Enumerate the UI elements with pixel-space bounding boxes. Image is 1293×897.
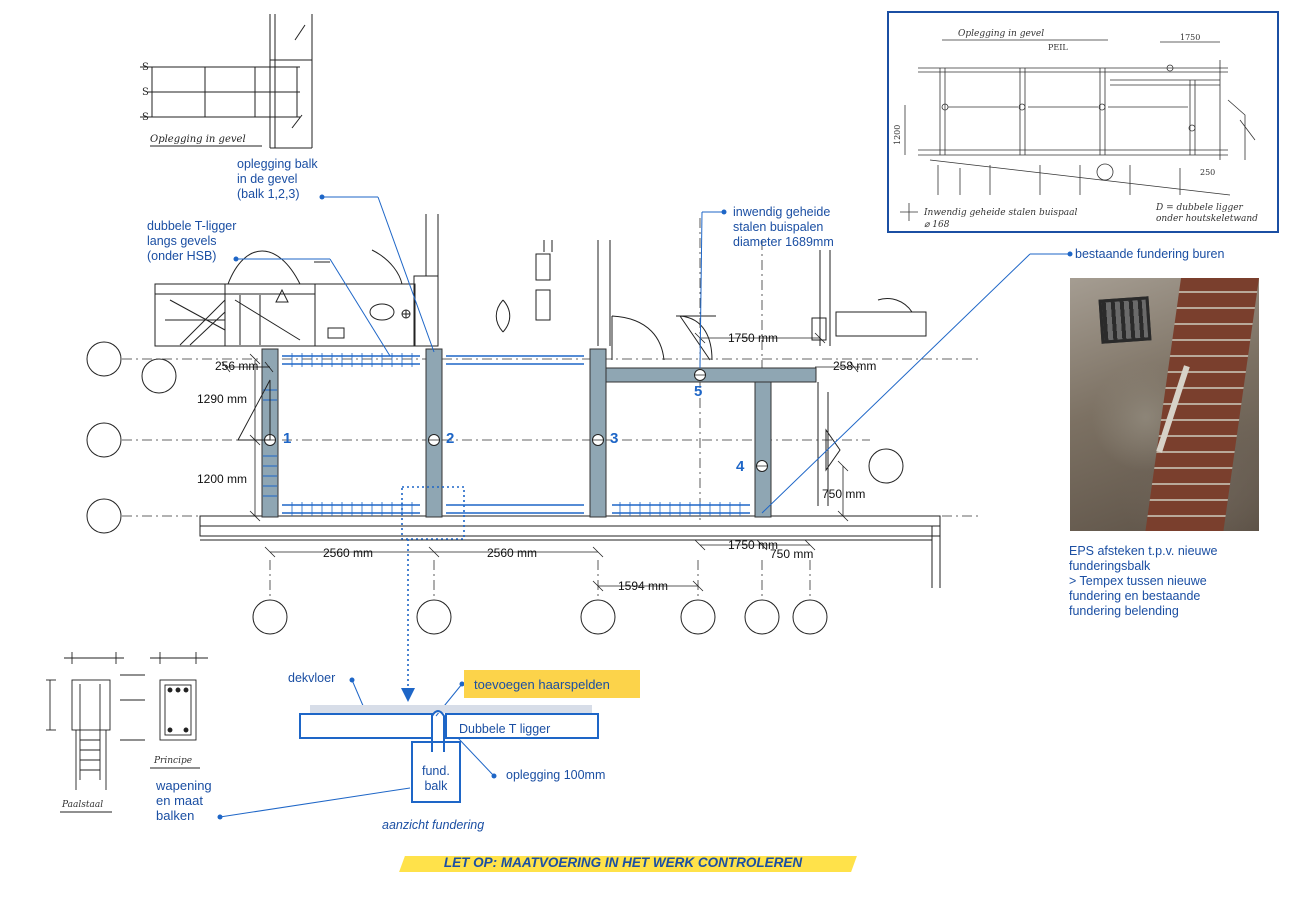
existing-walls <box>154 214 927 506</box>
beam-1-rebar <box>263 389 277 497</box>
pile-label-3: 3 <box>610 430 619 447</box>
piles <box>264 369 768 472</box>
inset-frame <box>887 11 1279 233</box>
detail-hairpin <box>431 710 445 752</box>
inset-title: Oplegging in gevel <box>958 29 1044 39</box>
warning-text: LET OP: MAATVOERING IN HET WERK CONTROLE… <box>443 855 803 870</box>
inset-peil: PEIL <box>1048 43 1068 52</box>
photo-drain-grate <box>1098 296 1152 344</box>
site-photo <box>1070 278 1259 531</box>
warning-banner: LET OP: MAATVOERING IN HET WERK CONTROLE… <box>398 853 860 873</box>
detail-fund-balk-label: fund. balk <box>422 764 450 793</box>
bottom-foundation-band <box>199 515 941 588</box>
dim-1594: 1594 mm <box>618 579 669 593</box>
grid-axes <box>122 218 980 600</box>
note-buispalen: inwendig geheide stalen buispalen diamet… <box>733 205 834 249</box>
inset-dim-b: 1200 <box>893 125 902 145</box>
dim-2560-a: 2560 mm <box>323 546 374 560</box>
sketch-title: Oplegging in gevel <box>150 134 246 145</box>
new-foundation-beams <box>261 348 817 518</box>
dim-1750-bottom: 1750 mm <box>728 538 779 552</box>
inset-sketch <box>900 39 1256 221</box>
dimension-lines <box>221 332 860 592</box>
detail-t-ligger-label: Dubbele T ligger <box>459 722 551 736</box>
pile-label-1: 1 <box>283 430 292 447</box>
detail-oplegging: oplegging 100mm <box>506 768 606 782</box>
inset-dim-a: 1750 <box>1180 33 1200 42</box>
photo-brick-wall <box>1145 278 1259 531</box>
detail-marker-arrowhead <box>401 688 415 702</box>
dim-750-bottom: 750 mm <box>770 547 814 561</box>
beam-2 <box>425 348 443 518</box>
detail-dekvloer: dekvloer <box>288 671 336 685</box>
inset-legend-d: D = dubbele ligger <box>1155 203 1244 213</box>
detail-marker-box <box>401 486 465 540</box>
note-oplegging-balk: oplegging balk in de gevel (balk 1,2,3) <box>237 157 318 201</box>
dim-1750-top: 1750 mm <box>728 331 779 345</box>
top-left-sketch <box>140 14 313 149</box>
dim-750-right: 750 mm <box>822 487 866 501</box>
dim-256: 256 mm <box>215 359 259 373</box>
wapening-principe: Principe <box>154 756 193 766</box>
dim-1290: 1290 mm <box>197 392 248 406</box>
dim-2560-b: 2560 mm <box>487 546 538 560</box>
inset-legend-pile-dia: ⌀ 168 <box>924 220 950 230</box>
inset-legend-pile: Inwendig geheide stalen buispaal <box>923 208 1077 218</box>
dim-1200: 1200 mm <box>197 472 248 486</box>
detail-slab-left <box>299 713 433 739</box>
wapening-paalstaal: Paalstaal <box>62 800 104 810</box>
inset-dim-c: 250 <box>1200 168 1215 177</box>
beam-4 <box>754 367 772 518</box>
sketch-s-mark-1: S <box>142 62 149 73</box>
sketch-s-mark-3: S <box>142 112 149 123</box>
sketch-s-mark-2: S <box>142 87 149 98</box>
double-t-beams <box>282 355 750 514</box>
wapening-label: wapening en maat balken <box>156 778 212 823</box>
pile-label-5: 5 <box>694 383 703 400</box>
dim-258: 258 mm <box>833 359 877 373</box>
beam-5 <box>605 367 817 383</box>
note-eps: EPS afsteken t.p.v. nieuwe funderingsbal… <box>1069 544 1218 618</box>
detail-t-ligger <box>445 713 599 739</box>
detail-fund-balk <box>411 741 461 803</box>
note-bestaande-fundering: bestaande fundering buren <box>1075 247 1225 261</box>
rebar-sketch <box>46 652 208 813</box>
left-arrow-mark <box>237 379 271 441</box>
grid-bubbles <box>86 341 904 635</box>
note-leaders <box>219 196 1070 818</box>
detail-aanzicht: aanzicht fundering <box>382 818 485 832</box>
inset-legend-d2: onder houtskeletwand <box>1156 214 1258 224</box>
detail-section <box>299 705 599 803</box>
note-dubbele-t-ligger: dubbele T-ligger langs gevels (onder HSB… <box>147 219 237 263</box>
t-beam-ticks <box>291 353 741 516</box>
beam-3 <box>589 348 607 518</box>
detail-haarspelden: toevoegen haarspelden <box>474 677 610 692</box>
haarspelden-highlight <box>464 670 640 698</box>
pile-label-2: 2 <box>446 430 455 447</box>
pile-label-4: 4 <box>736 458 745 475</box>
